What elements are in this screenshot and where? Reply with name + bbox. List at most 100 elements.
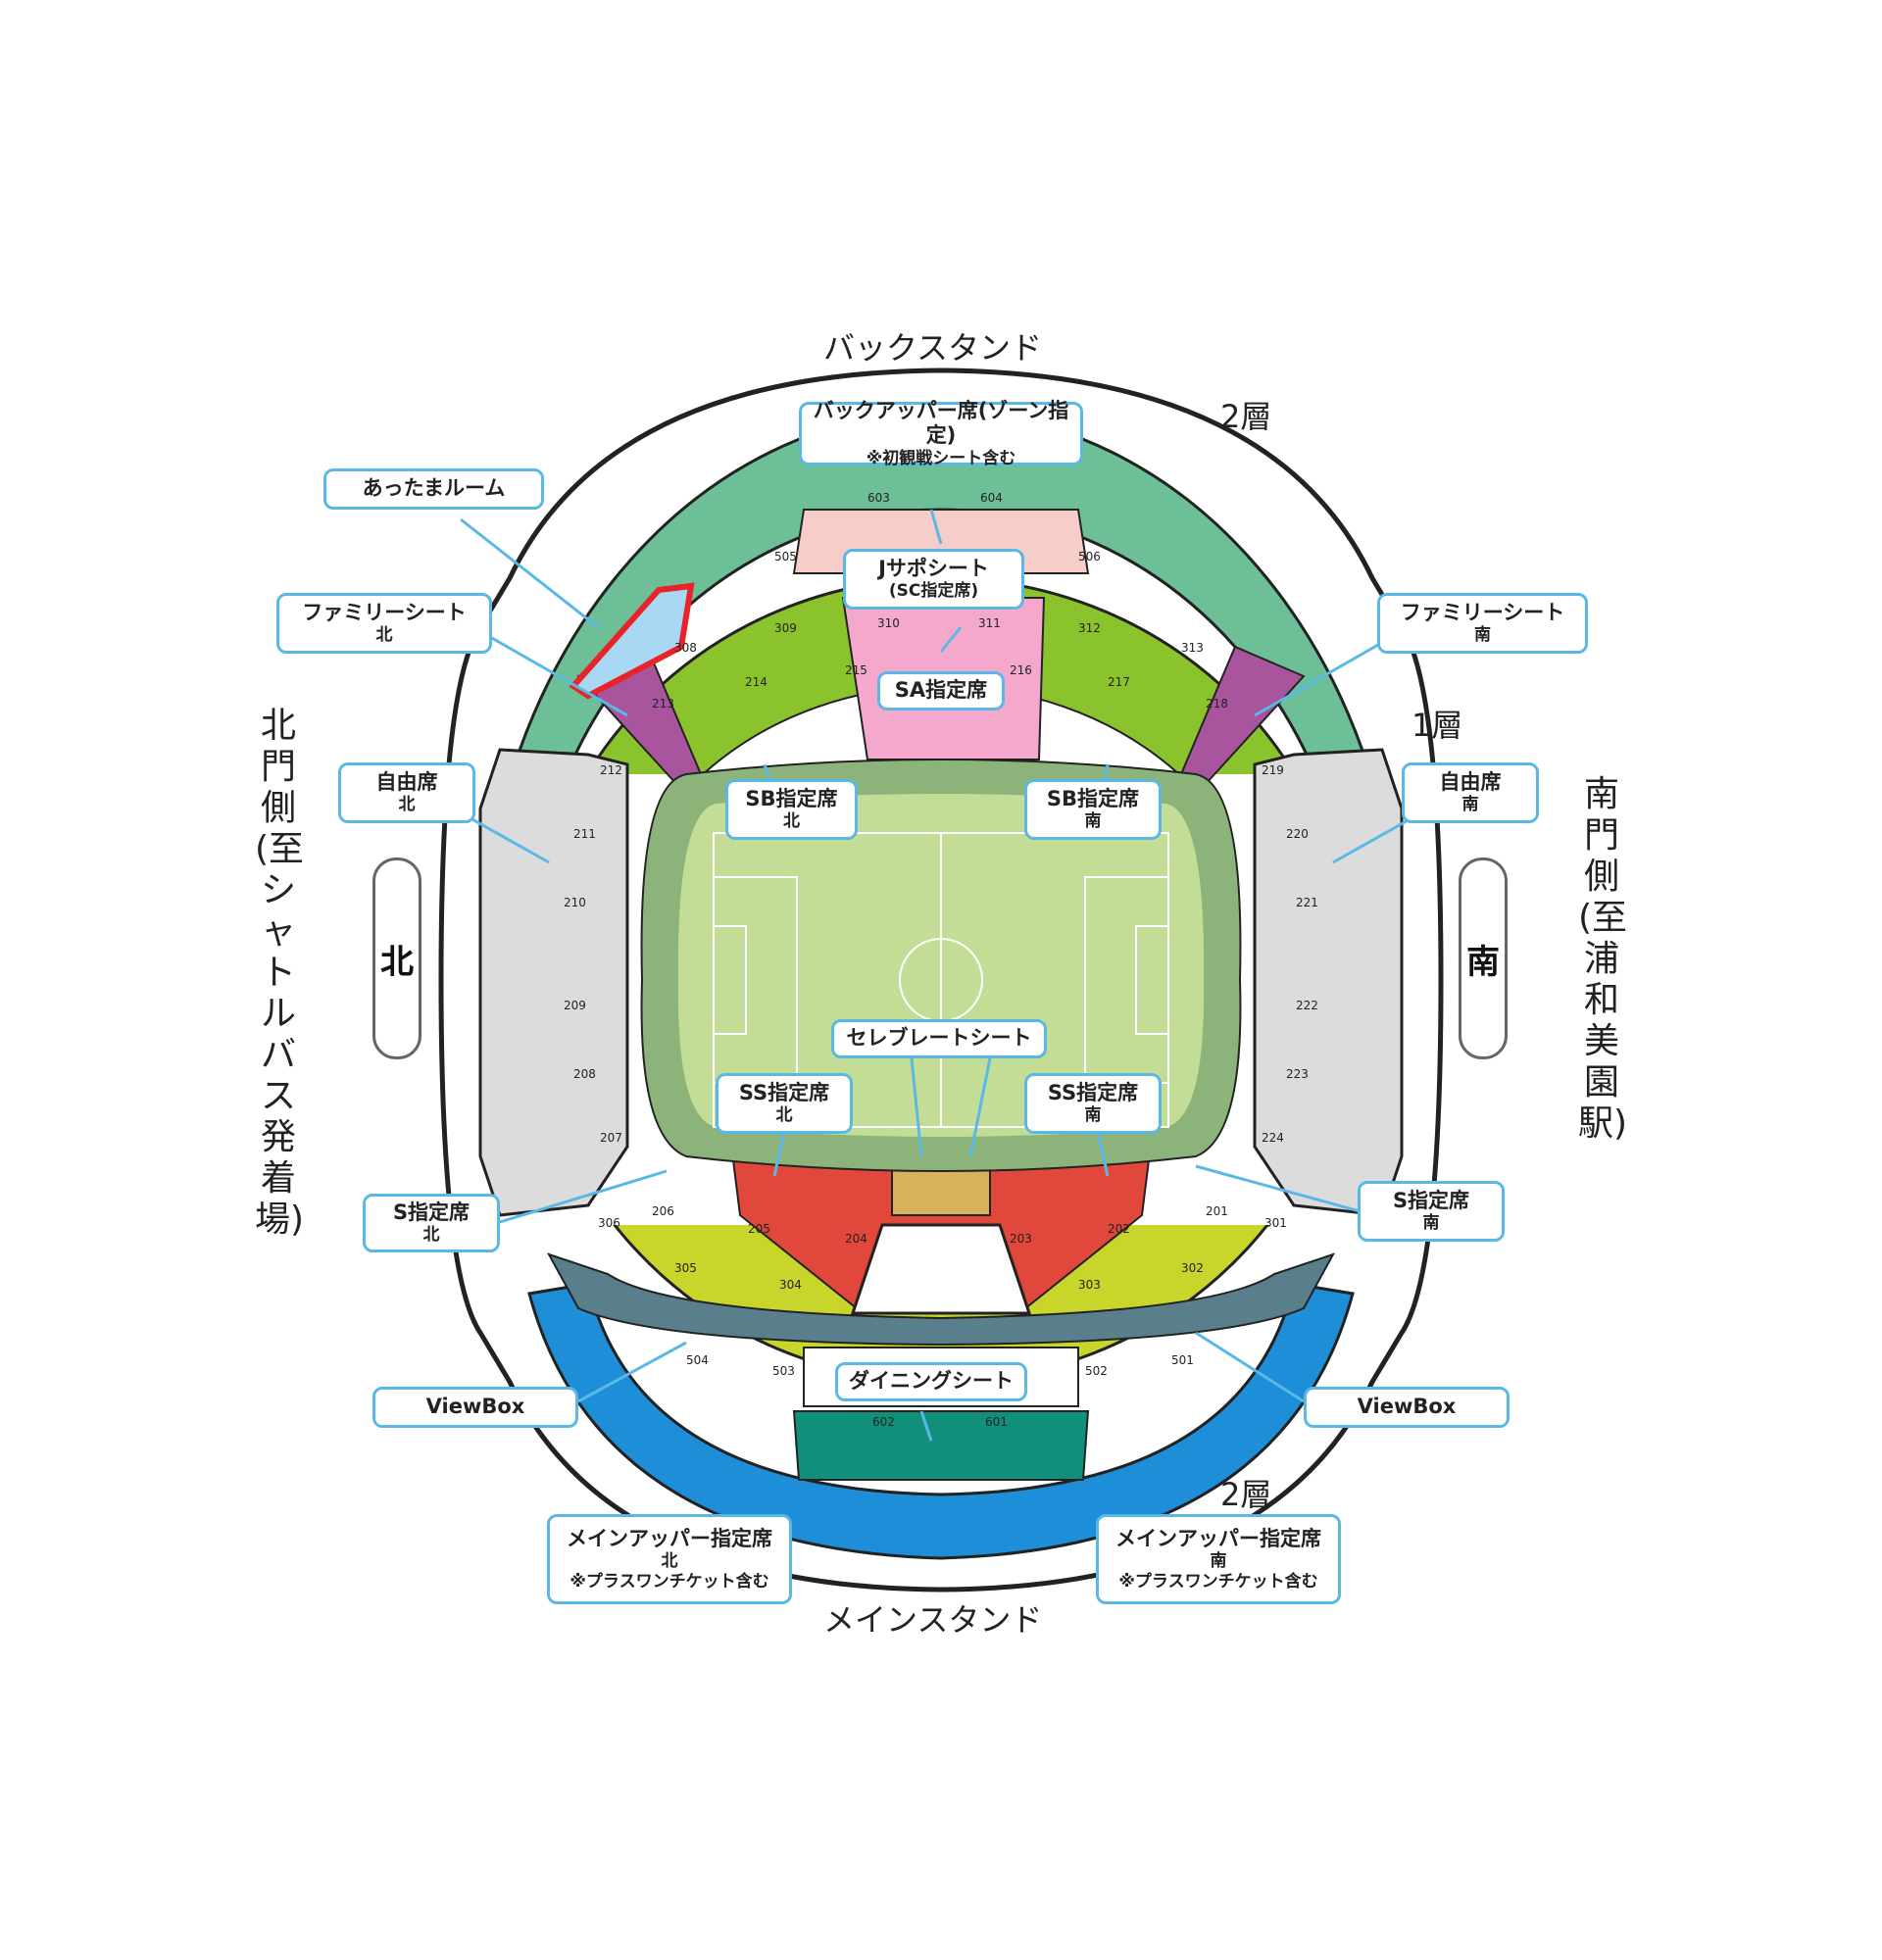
section-304: 304 [779, 1278, 802, 1292]
label-viewbox-right-main: ViewBox [1357, 1395, 1457, 1419]
label-family-south-main: ファミリーシート [1400, 601, 1565, 625]
section-205: 205 [748, 1222, 770, 1236]
label-s-south-sub: 南 [1422, 1213, 1440, 1234]
label-family-north-sub: 北 [375, 625, 393, 646]
label-sb-south-main: SB指定席 [1046, 787, 1140, 811]
label-s-north[interactable]: S指定席 北 [363, 1194, 500, 1252]
free-seats-south[interactable] [1253, 748, 1404, 1217]
label-dining-main: ダイニングシート [849, 1369, 1014, 1394]
label-s-north-sub: 北 [422, 1225, 440, 1246]
section-208: 208 [573, 1067, 596, 1081]
section-214: 214 [745, 675, 768, 689]
section-204: 204 [845, 1232, 867, 1246]
main-stand-title: メインスタンド [823, 1601, 1043, 1639]
section-207: 207 [600, 1131, 622, 1145]
label-main-upper-north[interactable]: メインアッパー指定席 北 ※プラスワンチケット含む [547, 1514, 792, 1604]
section-313: 313 [1181, 641, 1204, 655]
label-sb-south[interactable]: SB指定席 南 [1024, 779, 1162, 840]
label-sb-north-main: SB指定席 [745, 787, 838, 811]
label-free-north-sub: 北 [398, 795, 416, 815]
label-ss-south[interactable]: SS指定席 南 [1024, 1073, 1162, 1134]
tier2-top-label: 2層 [1220, 398, 1272, 435]
label-free-south[interactable]: 自由席 南 [1402, 762, 1539, 823]
section-211: 211 [573, 827, 596, 841]
attama-room[interactable] [569, 582, 695, 700]
label-family-south[interactable]: ファミリーシート 南 [1377, 593, 1588, 654]
tier2-bottom-label: 2層 [1220, 1476, 1272, 1513]
label-viewbox-left[interactable]: ViewBox [372, 1387, 578, 1428]
label-free-south-sub: 南 [1461, 795, 1479, 815]
section-216: 216 [1010, 663, 1032, 677]
label-ss-south-main: SS指定席 [1047, 1081, 1139, 1105]
dining-seats[interactable] [792, 1410, 1090, 1481]
label-main-upper-south-sub: ※プラスワンチケット含む [1118, 1571, 1318, 1592]
label-free-north[interactable]: 自由席 北 [338, 762, 475, 823]
section-201: 201 [1206, 1204, 1228, 1218]
label-attama-room[interactable]: あったまルーム [323, 468, 544, 510]
section-209: 209 [564, 999, 586, 1012]
label-main-upper-south-main: メインアッパー指定席 [1115, 1527, 1321, 1551]
back-stand-title: バックスタンド [823, 329, 1043, 367]
section-210: 210 [564, 896, 586, 909]
section-601: 601 [985, 1415, 1008, 1429]
section-310: 310 [877, 616, 900, 630]
label-attama-room-main: あったまルーム [362, 476, 506, 501]
label-ss-north[interactable]: SS指定席 北 [716, 1073, 853, 1134]
section-312: 312 [1078, 621, 1101, 635]
label-family-north[interactable]: ファミリーシート 北 [276, 593, 492, 654]
free-seats-north[interactable] [478, 748, 629, 1217]
section-222: 222 [1296, 999, 1318, 1012]
section-301: 301 [1264, 1216, 1287, 1230]
section-505: 505 [774, 550, 797, 564]
label-s-north-main: S指定席 [392, 1200, 470, 1225]
viewbox-band[interactable] [546, 1252, 1336, 1347]
label-sb-south-sub: 南 [1084, 811, 1102, 832]
section-311: 311 [978, 616, 1001, 630]
section-305: 305 [674, 1261, 697, 1275]
label-main-upper-south-mid: 南 [1210, 1551, 1227, 1572]
label-dining[interactable]: ダイニングシート [835, 1362, 1027, 1401]
section-504: 504 [686, 1353, 709, 1367]
section-309: 309 [774, 621, 797, 635]
label-free-south-main: 自由席 [1439, 770, 1502, 795]
section-503: 503 [772, 1364, 795, 1378]
label-j-supo[interactable]: Jサポシート (SC指定席) [843, 549, 1024, 610]
section-219: 219 [1262, 763, 1284, 777]
label-main-upper-north-sub: ※プラスワンチケット含む [570, 1571, 769, 1592]
label-celebrate[interactable]: セレブレートシート [831, 1019, 1047, 1058]
section-221: 221 [1296, 896, 1318, 909]
label-main-upper-north-main: メインアッパー指定席 [567, 1527, 772, 1551]
section-number-labels: 603 604 505 506 308 309 310 311 312 313 … [564, 491, 1318, 1429]
label-s-south[interactable]: S指定席 南 [1358, 1181, 1505, 1242]
label-main-upper-south[interactable]: メインアッパー指定席 南 ※プラスワンチケット含む [1096, 1514, 1341, 1604]
section-308: 308 [674, 641, 697, 655]
label-viewbox-left-main: ViewBox [425, 1395, 525, 1419]
south-indicator: 南 [1459, 858, 1508, 1059]
north-indicator: 北 [372, 858, 421, 1059]
section-217: 217 [1108, 675, 1130, 689]
label-free-north-main: 自由席 [375, 770, 438, 795]
label-back-upper-sub: ※初観戦シート含む [866, 448, 1016, 468]
label-family-south-sub: 南 [1474, 625, 1491, 646]
label-sb-north[interactable]: SB指定席 北 [725, 779, 858, 840]
section-306: 306 [598, 1216, 620, 1230]
label-sa[interactable]: SA指定席 [877, 671, 1005, 710]
label-s-south-main: S指定席 [1392, 1189, 1470, 1213]
label-back-upper[interactable]: バックアッパー席(ゾーン指定) ※初観戦シート含む [799, 399, 1083, 468]
main-upper-seats[interactable] [527, 1282, 1355, 1560]
label-main-upper-north-mid: 北 [661, 1551, 678, 1572]
section-303: 303 [1078, 1278, 1101, 1292]
section-302: 302 [1181, 1261, 1204, 1275]
section-218: 218 [1206, 697, 1228, 710]
label-viewbox-right[interactable]: ViewBox [1304, 1387, 1510, 1428]
section-213: 213 [652, 697, 674, 710]
section-223: 223 [1286, 1067, 1309, 1081]
section-220: 220 [1286, 827, 1309, 841]
label-sa-main: SA指定席 [894, 678, 988, 703]
label-j-supo-main: Jサポシート [878, 557, 989, 581]
north-gate-direction: 北門側(至シャトルバス発着場) [255, 706, 305, 1240]
section-215: 215 [845, 663, 867, 677]
label-ss-south-sub: 南 [1084, 1105, 1102, 1126]
section-502: 502 [1085, 1364, 1108, 1378]
